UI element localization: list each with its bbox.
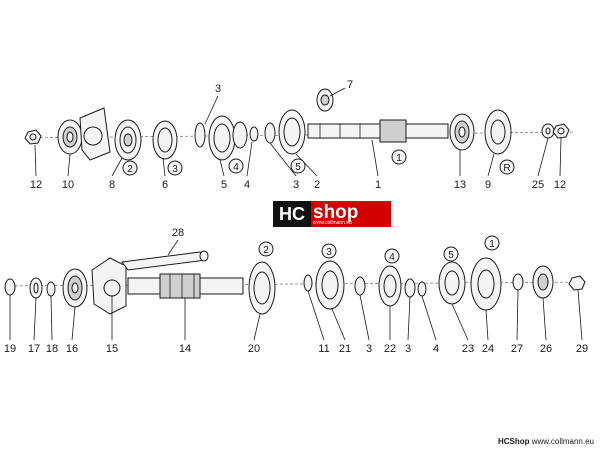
part-gear-9 [484,109,512,155]
part-number-label: 17 [28,343,40,355]
part-number-label: 3 [293,179,299,191]
part-number-label: 23 [462,343,474,355]
part-snap-ring-19 [4,278,16,296]
group-marker-label: 2 [127,164,133,175]
part-washer-4 [417,281,427,297]
group-marker-label: 3 [172,164,178,175]
part-bushing-26 [532,265,554,299]
part-number-label: 4 [433,343,439,355]
part-number-label: 12 [30,179,42,191]
part-number-label: 21 [339,343,351,355]
part-gear-5 [194,115,259,161]
part-number-label: 1 [375,179,381,191]
part-number-label: 19 [4,343,16,355]
logo-sub-text: www.collmann.eu [313,220,352,226]
part-number-label: 3 [366,343,372,355]
logo-shop-text: shop [313,202,359,223]
part-number-label: 14 [179,343,191,355]
group-marker-label: 5 [448,250,454,261]
part-bearing-10 [57,119,83,155]
part-number-label: 2 [314,179,320,191]
part-number-label: 26 [540,343,552,355]
part-number-label: 29 [576,343,588,355]
group-marker-label: 2 [263,245,269,256]
part-number-label: 15 [106,343,118,355]
part-number-label: 24 [482,343,494,355]
part-gear-21 [315,260,345,310]
part-number-label: 10 [62,179,74,191]
part-bearing-13 [449,113,475,151]
footer-url: www.collmann.eu [531,437,594,446]
part-number-label: 25 [532,179,544,191]
part-number-label: 7 [347,79,353,91]
part-gear-24 [470,257,502,311]
part-number-label: 28 [172,227,184,239]
group-marker-label: 1 [489,239,495,250]
part-washer-3a [354,276,366,296]
part-washer-3b [404,278,416,298]
group-marker-label: 1 [396,153,402,164]
part-plate [79,107,111,161]
group-marker-label: 4 [233,162,239,173]
part-number-label: 6 [162,179,168,191]
part-number-label: 12 [554,179,566,191]
part-number-label: 8 [109,179,115,191]
bottom-assembly [4,235,586,341]
part-gear-22 [378,265,402,307]
part-number-label: 4 [244,179,250,191]
part-number-label: 11 [318,343,329,355]
part-number-label: 27 [511,343,523,355]
logo-hc-text: HC [273,201,311,227]
part-nut-left [24,129,42,145]
part-number-label: 13 [454,179,466,191]
part-main-shaft [307,119,449,143]
group-marker-label: 5 [295,162,301,173]
part-gear-20 [248,261,276,315]
part-washer-11 [303,274,313,292]
part-number-label: 20 [248,343,260,355]
hcshop-logo: HC shop www.collmann.eu [273,201,391,227]
part-housing-15 [91,257,127,315]
part-number-label: 18 [46,343,58,355]
part-nut-29 [568,275,586,291]
footer-brand: HCShop [497,437,530,446]
part-washer-17 [29,277,43,299]
footer-credit: HCShop www.collmann.eu [498,437,594,446]
part-layshaft-14 [127,273,244,299]
group-marker-label: 4 [389,252,395,263]
part-nut-right [552,123,570,139]
part-bearing-16 [62,268,88,308]
part-gear-2 [264,109,306,155]
group-marker-label: 3 [326,247,332,258]
part-gear-23 [438,261,466,305]
part-number-label: 22 [384,343,396,355]
part-number-label: 3 [405,343,411,355]
part-shaft-28 [121,250,209,271]
part-washer-27 [512,273,524,291]
part-number-label: 9 [485,179,491,191]
group-marker-label: R [503,163,510,174]
part-gear-8 [114,119,142,161]
part-washer-25 [541,123,555,139]
top-assembly [24,87,576,177]
part-number-label: 3 [215,83,221,95]
part-ring-18 [46,281,56,297]
part-number-label: 5 [221,179,227,191]
part-gear-7 [316,88,334,112]
part-number-label: 16 [66,343,78,355]
part-gear-6 [152,120,178,160]
